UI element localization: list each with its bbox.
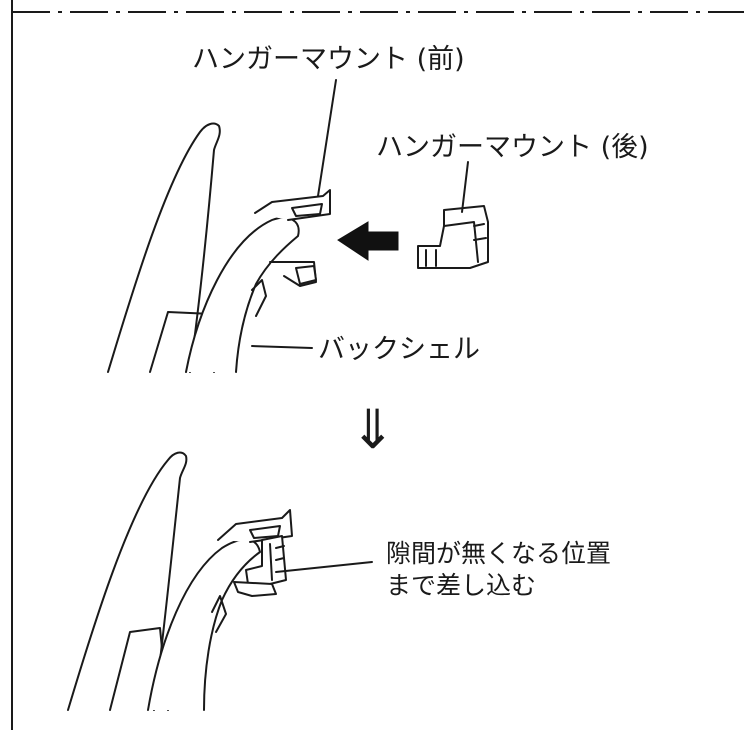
leader-instruction: [275, 561, 373, 573]
down-arrow-icon: ⇓: [350, 398, 395, 461]
label-back-shell: バックシェル: [318, 334, 480, 365]
front-mount-lower-tab: [295, 265, 317, 285]
figure-before-insertion: [107, 79, 489, 373]
back-shell-2: [147, 538, 261, 711]
assembled-mount-lower-tab: [233, 581, 277, 597]
label-front-mount: ハンガーマウント (前): [192, 44, 465, 75]
assembled-mount-rear-detail: [269, 543, 285, 581]
figure-after-insertion: [67, 451, 373, 711]
back-shell: [185, 216, 300, 373]
front-mount-slot: [291, 203, 323, 217]
rear-mount-detail: [425, 221, 487, 267]
frame-wing-left: [107, 122, 221, 373]
front-mount-side-plate: [251, 279, 267, 317]
assembled-mount-side-plate: [211, 595, 227, 633]
label-rear-mount: ハンガーマウント (後): [376, 132, 649, 163]
label-instruction-line1: 隙間が無くなる位置: [386, 539, 611, 568]
leader-back-shell: [251, 345, 313, 349]
insert-arrow-icon: [337, 221, 399, 261]
label-instruction-line2: まで差し込む: [386, 571, 536, 600]
frame-wing-left-2: [67, 451, 188, 711]
leader-front-mount: [317, 79, 337, 197]
leader-rear-mount: [461, 161, 469, 213]
